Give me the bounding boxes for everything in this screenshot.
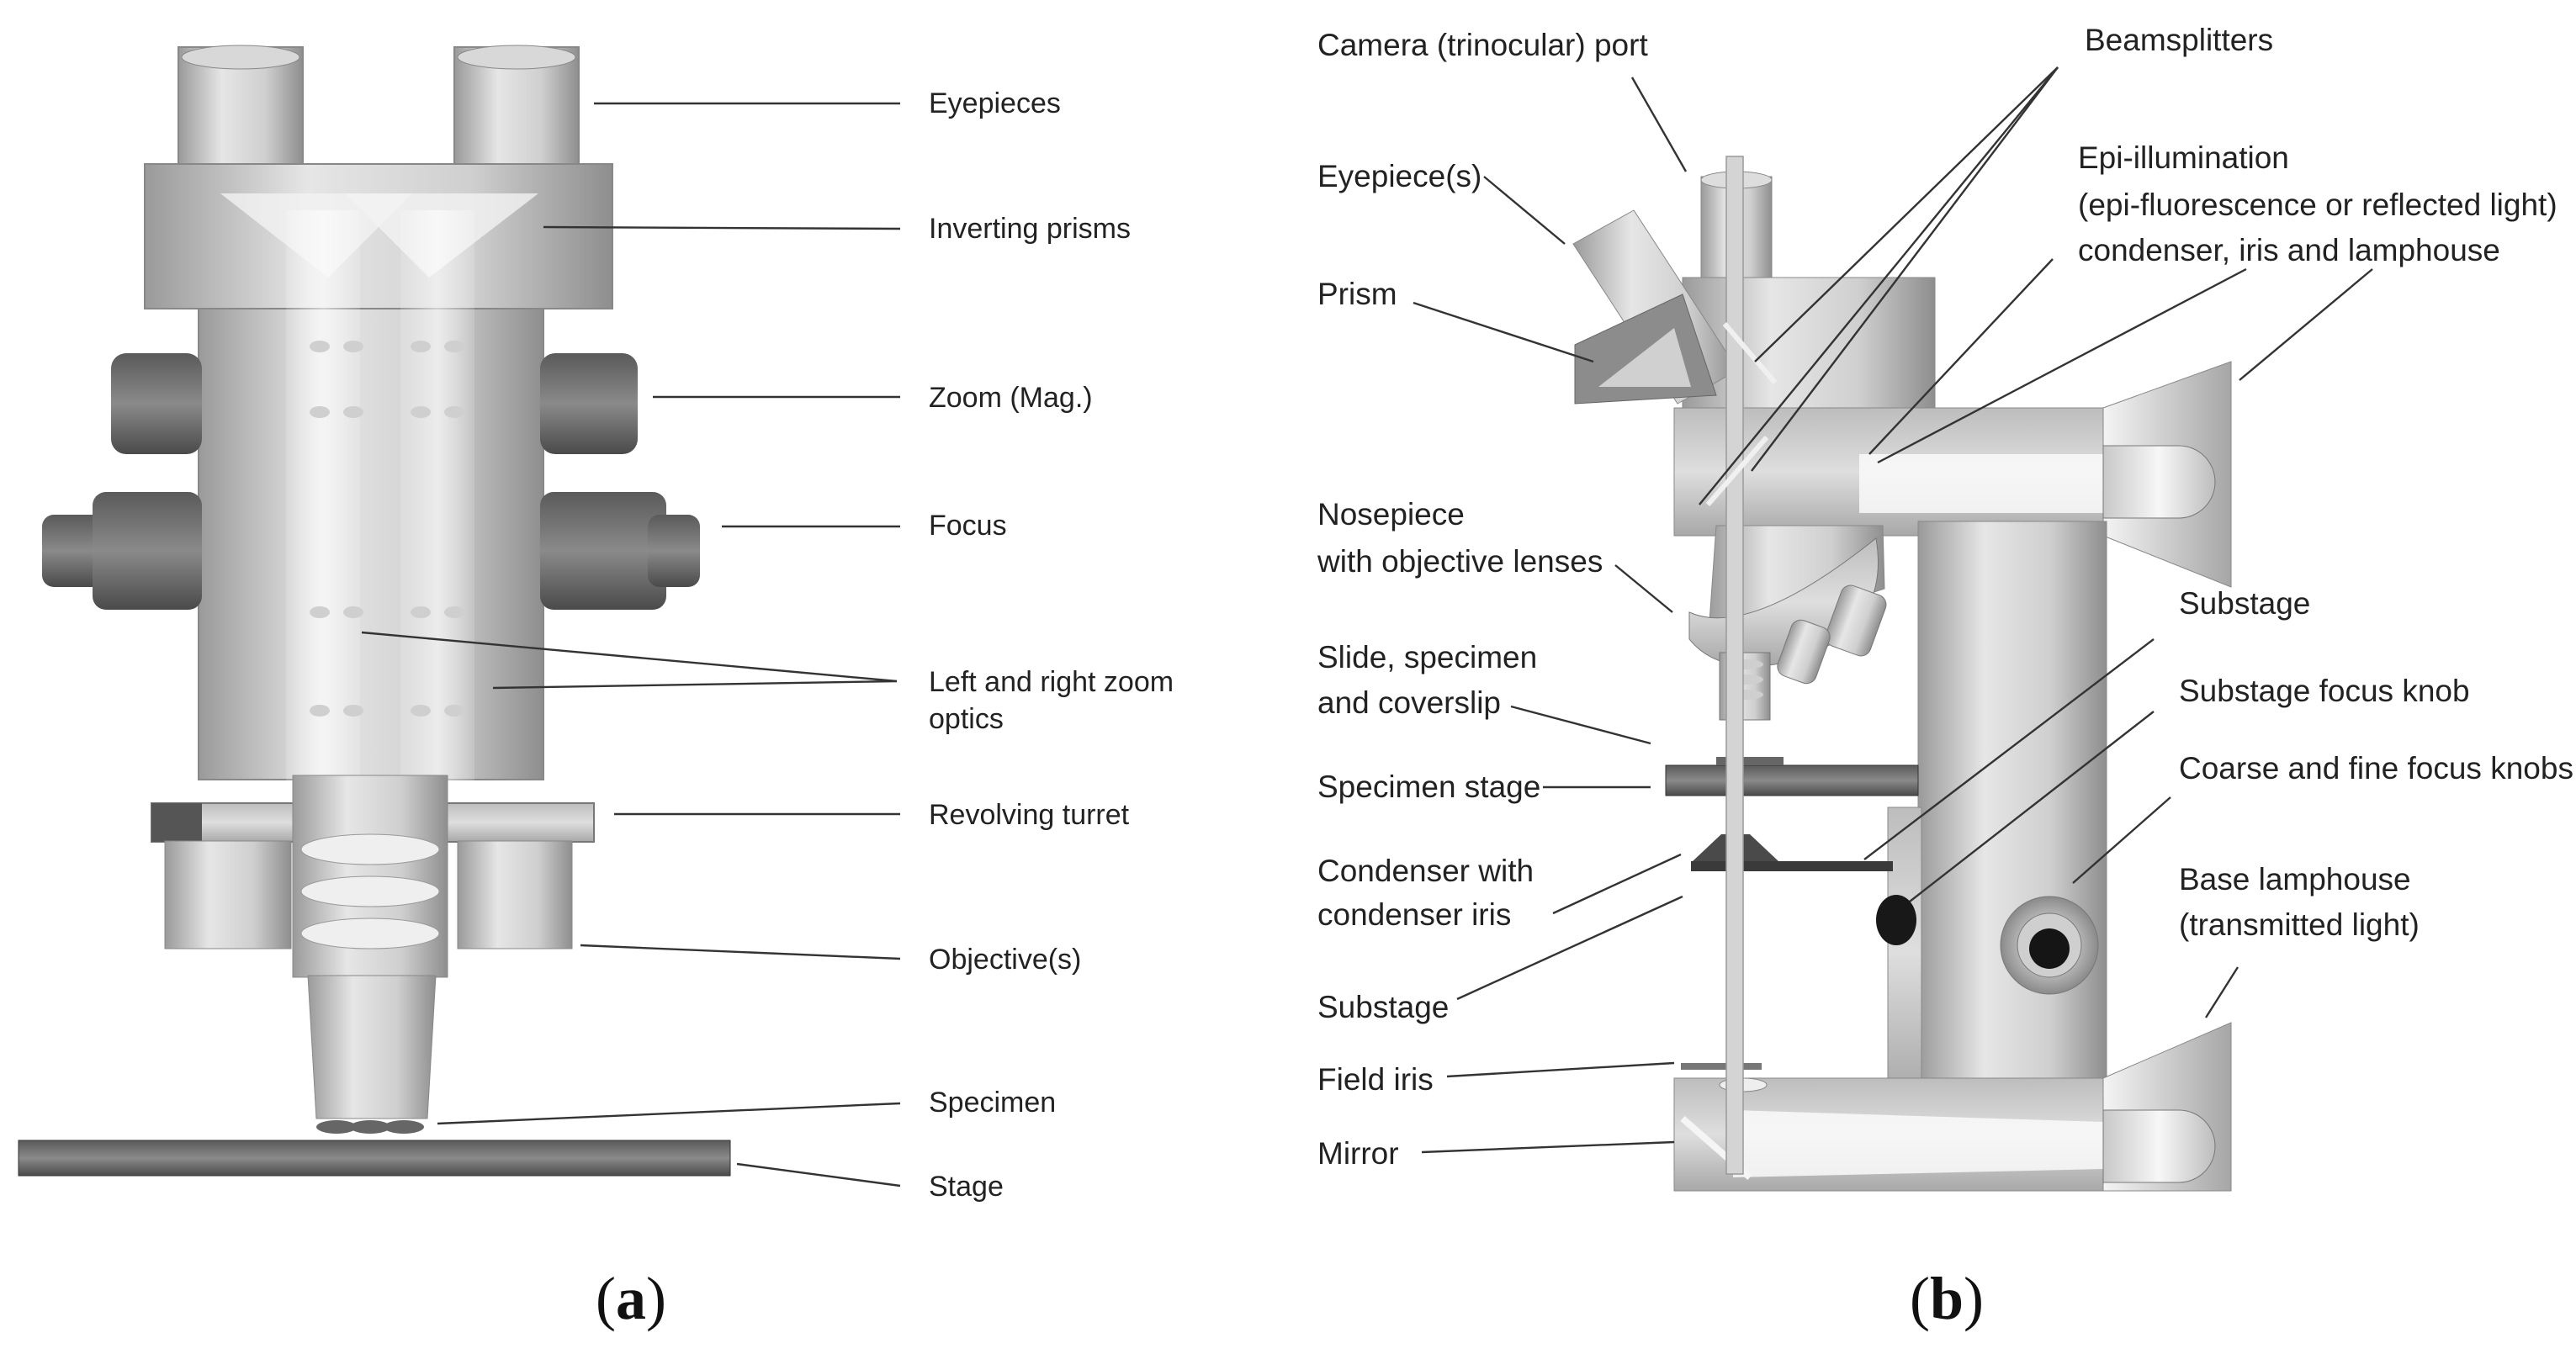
stereo-microscope-illustration: [18, 45, 731, 1177]
panel-b-leader-lines: [1413, 66, 2373, 1154]
label-zoom: Zoom (Mag.): [929, 382, 1093, 414]
label-objectives: Objective(s): [929, 944, 1081, 976]
caption-a: (a): [596, 1265, 666, 1332]
caption-b: (b): [1910, 1265, 1984, 1332]
label-condenser-line2: condenser iris: [1317, 897, 1511, 932]
panel-b-labels: Camera (trinocular) port Beamsplitters E…: [1317, 23, 2573, 1171]
label-zoom-optics-line1: Left and right zoom: [929, 666, 1174, 698]
label-slide-line1: Slide, specimen: [1317, 640, 1537, 674]
label-substage-left: Substage: [1317, 990, 1449, 1024]
label-stage: Stage: [929, 1171, 1004, 1203]
label-specimen: Specimen: [929, 1087, 1056, 1119]
label-epi-illumination-line1: Epi-illumination: [2078, 140, 2289, 175]
label-specimen-stage: Specimen stage: [1317, 770, 1540, 804]
panel-a-labels: Eyepieces Inverting prisms Zoom (Mag.) F…: [929, 87, 1174, 1203]
label-substage-focus-knob: Substage focus knob: [2179, 674, 2470, 708]
label-beamsplitters: Beamsplitters: [2085, 23, 2273, 57]
label-mirror: Mirror: [1317, 1136, 1399, 1171]
label-epi-illumination-line2: (epi-fluorescence or reflected light): [2078, 188, 2557, 222]
label-slide-line2: and coverslip: [1317, 685, 1501, 720]
label-coarse-fine-knobs: Coarse and fine focus knobs: [2179, 751, 2573, 785]
label-revolving-turret: Revolving turret: [929, 799, 1130, 831]
label-epi-illumination-line3: condenser, iris and lamphouse: [2078, 233, 2500, 267]
label-focus: Focus: [929, 510, 1007, 542]
label-substage-right: Substage: [2179, 586, 2310, 621]
label-eyepieces: Eyepieces: [929, 87, 1061, 119]
label-nosepiece-line2: with objective lenses: [1317, 544, 1603, 579]
label-eyepieces-b: Eyepiece(s): [1317, 159, 1481, 193]
label-base-lamphouse-line1: Base lamphouse: [2179, 862, 2411, 896]
label-camera-port: Camera (trinocular) port: [1317, 28, 1648, 62]
compound-microscope-illustration: [1572, 156, 2232, 1192]
label-base-lamphouse-line2: (transmitted light): [2179, 907, 2420, 942]
label-prism: Prism: [1317, 277, 1397, 311]
label-inverting-prisms: Inverting prisms: [929, 213, 1131, 245]
label-field-iris: Field iris: [1317, 1062, 1434, 1097]
label-nosepiece-line1: Nosepiece: [1317, 497, 1465, 532]
label-condenser-line1: Condenser with: [1317, 854, 1534, 888]
panel-a-leader-lines: [361, 102, 901, 1187]
label-zoom-optics-line2: optics: [929, 703, 1004, 735]
